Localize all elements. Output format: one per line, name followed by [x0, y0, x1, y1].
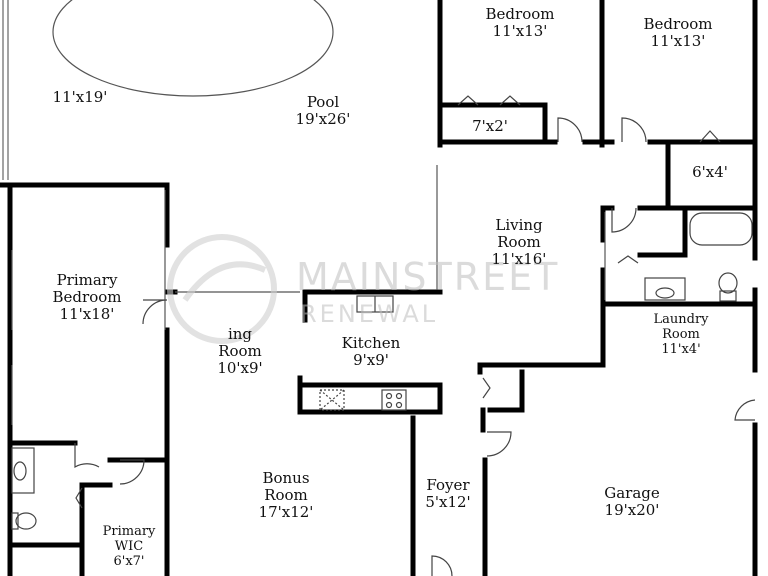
- room-label-primary-wic: Primary WIC 6'x7': [103, 524, 156, 569]
- room-label-dining: ing Room 10'x9': [217, 326, 262, 377]
- room-label-bedroom-a: Bedroom 11'x13': [486, 6, 555, 40]
- room-label-living: Living Room 11'x16': [492, 217, 547, 268]
- fixtures: [11, 212, 753, 530]
- room-name-2: Room: [497, 233, 541, 251]
- lanai-edge: [2, 0, 9, 180]
- room-label-primary-bedroom: Primary Bedroom 11'x18': [53, 272, 122, 323]
- thin-lines: [11, 165, 606, 425]
- room-size: 6'x4': [692, 163, 728, 181]
- room-size: 7'x2': [472, 117, 508, 135]
- dishwasher: [319, 389, 345, 411]
- room-name-1: Living: [495, 216, 543, 234]
- room-name: Bedroom: [485, 5, 555, 23]
- room-size: 11'x18': [59, 305, 115, 323]
- room-name-1: Bonus: [262, 469, 310, 487]
- room-label-bedroom-b: Bedroom 11'x13': [644, 16, 713, 50]
- toilet: [15, 512, 37, 530]
- room-size: 19'x26': [295, 110, 351, 128]
- room-size: 11'x16': [491, 250, 547, 268]
- room-name-2: Room: [218, 342, 262, 360]
- room-name: ing: [227, 325, 253, 343]
- room-label-pool: Pool 19'x26': [296, 94, 351, 128]
- room-size: 17'x12': [258, 503, 314, 521]
- room-label-kitchen: Kitchen 9'x9': [342, 335, 401, 369]
- stove: [381, 389, 407, 411]
- watermark-logo: [167, 234, 277, 344]
- door-swings: [74, 117, 756, 576]
- room-size: 11'x13': [492, 22, 548, 40]
- room-name-1: Primary: [56, 271, 118, 289]
- room-name: Kitchen: [341, 334, 401, 352]
- vanity: [11, 447, 35, 494]
- room-name-2: Bedroom: [52, 288, 122, 306]
- room-name-1: Laundry: [653, 312, 709, 327]
- room-name: Bedroom: [643, 15, 713, 33]
- pool-outline: [52, 0, 334, 97]
- room-size: 11'x4': [661, 342, 701, 357]
- bifold-doors: [75, 95, 721, 509]
- room-name: Garage: [604, 484, 660, 502]
- room-size: 6'x7': [113, 554, 145, 569]
- bathtub: [689, 212, 753, 246]
- room-name: Foyer: [426, 476, 470, 494]
- room-name-2: WIC: [114, 539, 144, 554]
- room-label-garage: Garage 19'x20': [604, 485, 660, 519]
- room-size: 10'x9': [217, 359, 263, 377]
- room-name-2: Room: [662, 327, 700, 342]
- room-label-foyer: Foyer 5'x12': [425, 477, 470, 511]
- room-label-laundry: Laundry Room 11'x4': [653, 312, 708, 357]
- room-label-closet-b: 6'x4': [692, 164, 728, 181]
- room-size: 19'x20': [604, 501, 660, 519]
- room-size: 11'x19': [52, 88, 108, 106]
- room-label-lanai: 11'x19': [53, 89, 108, 106]
- room-name: Pool: [306, 93, 340, 111]
- room-size: 11'x13': [650, 32, 706, 50]
- room-name-1: Primary: [102, 524, 156, 539]
- room-name-2: Room: [264, 486, 308, 504]
- room-label-closet-a: 7'x2': [472, 118, 508, 135]
- room-size: 9'x9': [353, 351, 389, 369]
- room-label-bonus: Bonus Room 17'x12': [259, 470, 314, 521]
- room-size: 5'x12': [425, 493, 471, 511]
